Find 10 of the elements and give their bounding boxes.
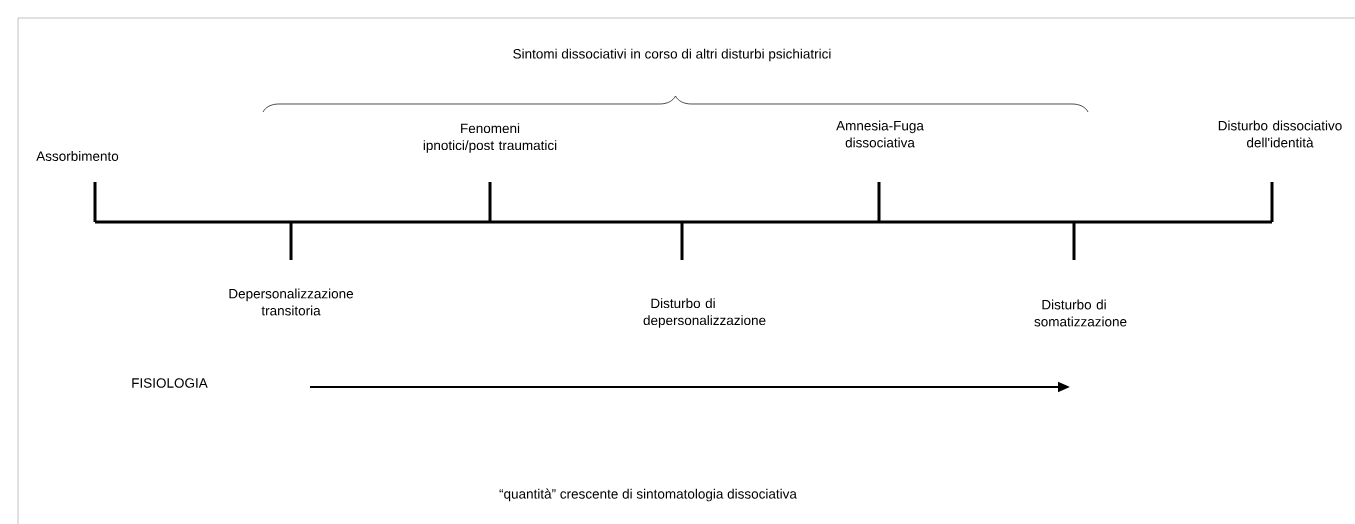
tick-label: Assorbimento <box>36 151 119 161</box>
tick-label: Disturbo di somatizzazione <box>1034 299 1127 327</box>
tick-label: Amnesia-Fuga dissociativa <box>836 120 924 148</box>
tick-label: Depersonalizzazione transitoria <box>229 288 354 316</box>
brace-label: Sintomi dissociativi in corso di altri disturbi psichiatrici <box>513 48 831 62</box>
axis-label: FISIOLOGIA <box>132 378 208 388</box>
axis-label: “quantità” crescente di sintomatologia dissociativa <box>499 488 797 502</box>
tick-label: Fenomeni ipnotici/post traumatici <box>423 123 557 153</box>
tick-label: Disturbo dissociativo dell'identità <box>1218 120 1342 148</box>
tick-label: Disturbo di depersonalizzazione <box>643 298 766 328</box>
